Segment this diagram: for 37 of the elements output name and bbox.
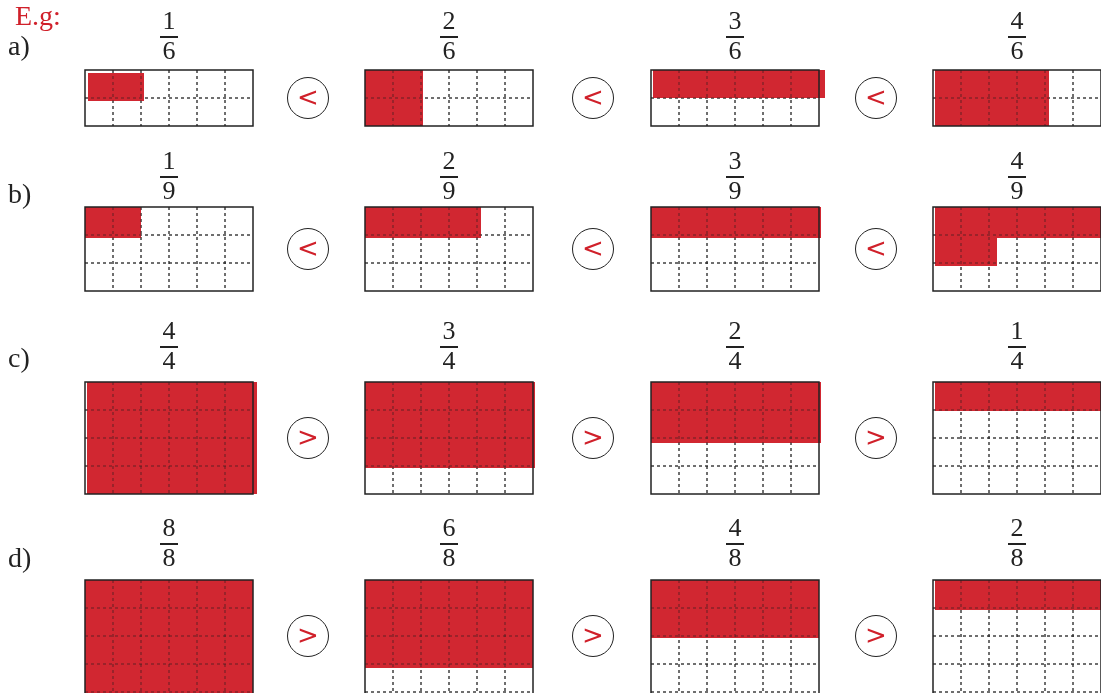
row-label: d)	[8, 542, 32, 574]
row-label: c)	[8, 342, 30, 374]
denominator: 6	[727, 38, 743, 64]
numerator: 4	[1009, 148, 1025, 174]
numerator: 2	[441, 148, 457, 174]
denominator: 8	[1009, 545, 1025, 571]
numerator: 3	[727, 8, 743, 34]
denominator: 8	[441, 545, 457, 571]
numerator: 3	[441, 318, 457, 344]
row-label: b)	[8, 178, 32, 210]
denominator: 4	[161, 348, 177, 374]
numerator: 2	[727, 318, 743, 344]
numerator: 3	[727, 148, 743, 174]
denominator: 4	[727, 348, 743, 374]
denominator: 9	[161, 178, 177, 204]
denominator: 6	[441, 38, 457, 64]
example-label: E.g:	[15, 0, 61, 32]
numerator: 4	[161, 318, 177, 344]
denominator: 9	[1009, 178, 1025, 204]
denominator: 4	[441, 348, 457, 374]
denominator: 9	[727, 178, 743, 204]
numerator: 4	[727, 515, 743, 541]
denominator: 4	[1009, 348, 1025, 374]
numerator: 4	[1009, 8, 1025, 34]
denominator: 8	[161, 545, 177, 571]
numerator: 2	[1009, 515, 1025, 541]
numerator: 8	[161, 515, 177, 541]
numerator: 6	[441, 515, 457, 541]
numerator: 1	[1009, 318, 1025, 344]
denominator: 8	[727, 545, 743, 571]
denominator: 9	[441, 178, 457, 204]
numerator: 1	[161, 148, 177, 174]
numerator: 2	[441, 8, 457, 34]
denominator: 6	[161, 38, 177, 64]
numerator: 1	[161, 8, 177, 34]
row-label: a)	[8, 30, 30, 62]
denominator: 6	[1009, 38, 1025, 64]
